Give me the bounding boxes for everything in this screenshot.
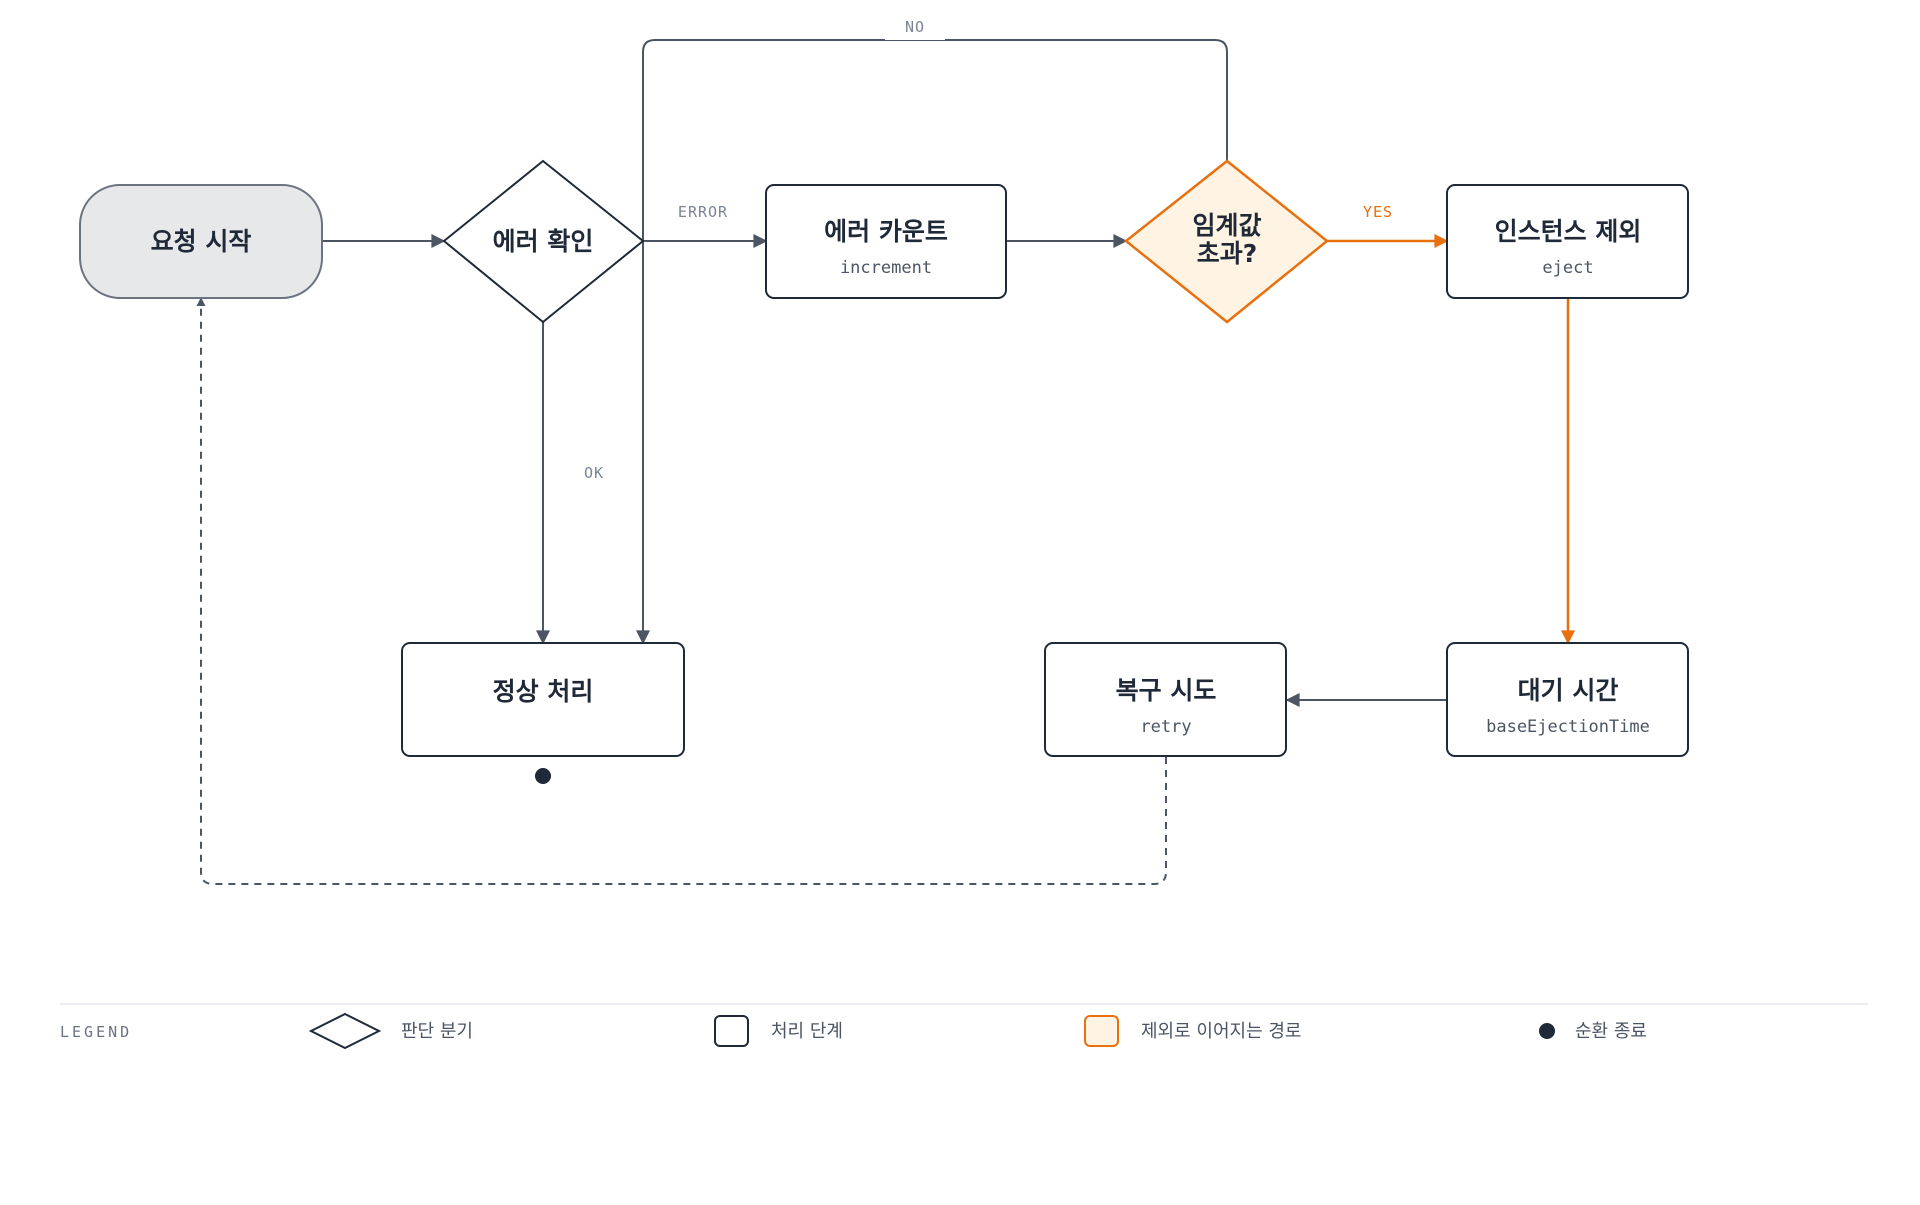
edge-label-ok: OK bbox=[584, 464, 604, 482]
node-error-check-title: 에러 확인 bbox=[493, 227, 594, 256]
node-threshold: 임계값 초과? bbox=[1123, 159, 1329, 324]
edge-no bbox=[636, 39, 1228, 645]
node-eject-sub: eject bbox=[1542, 258, 1593, 278]
legend-end-label: 순환 종료 bbox=[1575, 1021, 1647, 1042]
legend-item-end: 순환 종료 bbox=[1539, 1021, 1647, 1042]
node-eject: 인스턴스 제외 eject bbox=[1446, 184, 1689, 299]
node-wait: 대기 시간 baseEjectionTime bbox=[1446, 642, 1689, 757]
node-error-check: 에러 확인 bbox=[442, 159, 645, 324]
edge-label-yes: YES bbox=[1363, 203, 1393, 221]
legend-eject-path-label: 제외로 이어지는 경로 bbox=[1141, 1021, 1301, 1042]
node-recover-title: 복구 시도 bbox=[1116, 676, 1217, 705]
legend-title: LEGEND bbox=[60, 1023, 132, 1041]
node-start: 요청 시작 bbox=[79, 184, 323, 299]
node-error-count: 에러 카운트 increment bbox=[765, 184, 1007, 299]
end-dot bbox=[535, 768, 551, 784]
edge-label-error: ERROR bbox=[678, 203, 728, 221]
node-error-count-title: 에러 카운트 bbox=[824, 217, 948, 246]
legend-item-decision: 판단 분기 bbox=[308, 1012, 473, 1050]
node-threshold-title-line1: 임계값 bbox=[1192, 211, 1261, 240]
legend-box-icon bbox=[714, 1015, 749, 1047]
node-threshold-title-line2: 초과? bbox=[1197, 239, 1258, 268]
node-normal: 정상 처리 bbox=[401, 642, 685, 757]
node-wait-title: 대기 시간 bbox=[1518, 676, 1619, 705]
edge-label-no: NO bbox=[905, 18, 925, 36]
node-recover: 복구 시도 retry bbox=[1044, 642, 1287, 757]
edge-recover-to-start bbox=[196, 297, 1167, 885]
legend-item-eject-path: 제외로 이어지는 경로 bbox=[1084, 1015, 1301, 1047]
node-eject-title: 인스턴스 제외 bbox=[1495, 217, 1642, 246]
legend-item-process: 처리 단계 bbox=[714, 1015, 843, 1047]
legend-dot-icon bbox=[1539, 1023, 1555, 1039]
node-start-title: 요청 시작 bbox=[151, 227, 252, 256]
legend-accent-box-icon bbox=[1084, 1015, 1119, 1047]
node-wait-sub: baseEjectionTime bbox=[1486, 717, 1650, 737]
legend-process-label: 처리 단계 bbox=[771, 1021, 843, 1042]
node-recover-sub: retry bbox=[1140, 717, 1191, 737]
legend-diamond-icon bbox=[308, 1012, 382, 1050]
legend-decision-label: 판단 분기 bbox=[401, 1021, 473, 1042]
node-normal-title: 정상 처리 bbox=[493, 677, 594, 706]
node-error-count-sub: increment bbox=[840, 258, 932, 278]
